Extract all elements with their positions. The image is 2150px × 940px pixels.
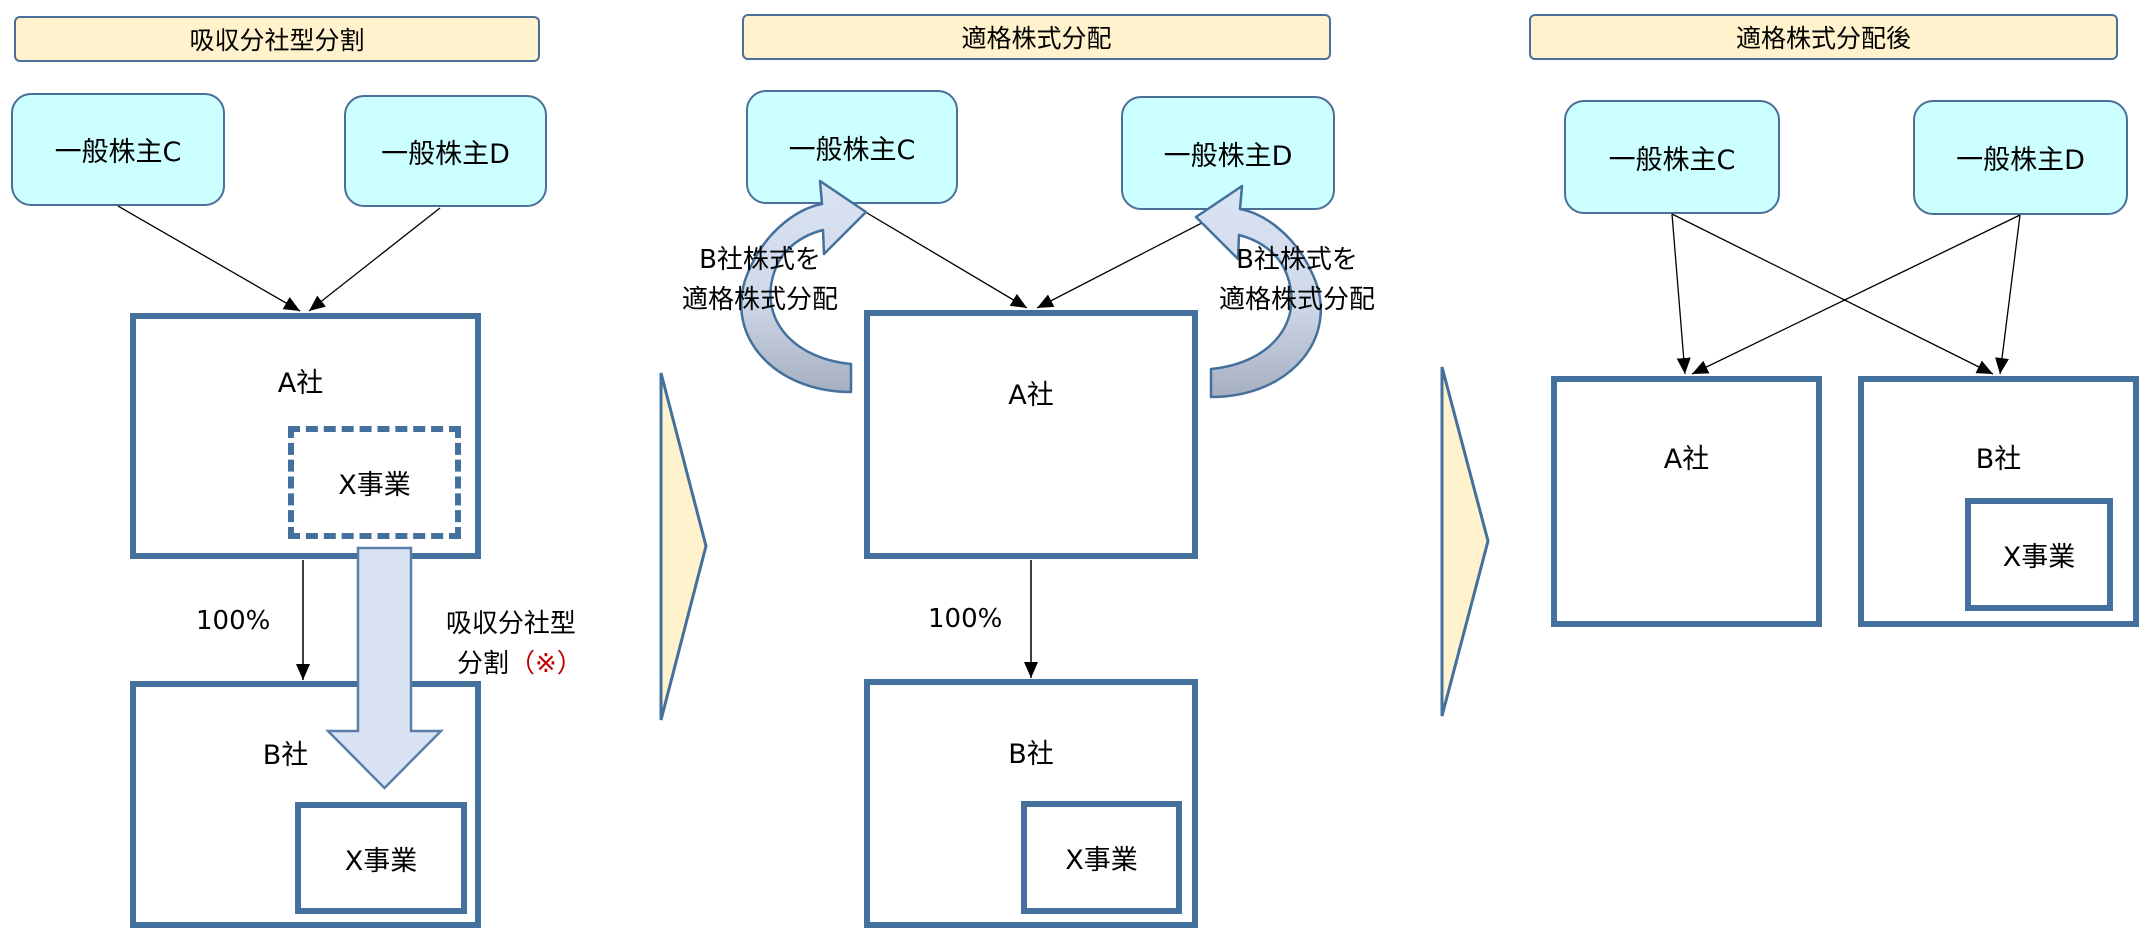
- panel-1-title-text: 吸収分社型分割: [189, 26, 365, 55]
- p2-distribution-label-left: B社株式を 適格株式分配: [682, 240, 838, 320]
- company-a-label: A社: [1008, 380, 1054, 411]
- panel-1-business-x-in-a: X事業: [288, 426, 461, 539]
- distribution-label-left-line1: B社株式を: [699, 245, 821, 275]
- panel-2-ownership-label: 100%: [928, 604, 1003, 634]
- shareholder-c-label: 一般株主C: [54, 137, 182, 168]
- p2-curved-arrow-right: [1194, 184, 1323, 399]
- panel-2-shareholder-d: 一般株主D: [1121, 96, 1335, 210]
- p2-d-to-a-connector: [1036, 209, 1228, 309]
- panel-2-title: 適格株式分配: [742, 14, 1331, 60]
- company-a-label: A社: [1663, 444, 1710, 475]
- shareholder-d-label: 一般株主D: [1163, 141, 1293, 172]
- p1-transfer-arrow: [325, 546, 444, 790]
- panel-1-business-x-in-b: X事業: [295, 802, 467, 914]
- shareholder-d-label: 一般株主D: [381, 138, 510, 170]
- shareholder-c-label: 一般株主C: [788, 135, 916, 166]
- panel-3-business-x-in-b: X事業: [1965, 498, 2113, 611]
- p3-d-to-b-connector: [1995, 214, 2021, 375]
- company-a-label: A社: [277, 368, 324, 399]
- p3-d-to-a-connector: [1691, 214, 2021, 375]
- p2-curved-arrow-left: [739, 179, 868, 394]
- shareholder-c-label: 一般株主C: [1608, 144, 1736, 176]
- p2-distribution-label-right: B社株式を 適格株式分配: [1219, 240, 1375, 320]
- transfer-note-mark: （※）: [509, 649, 583, 679]
- step-chevron-1: [659, 372, 708, 721]
- p3-c-to-b-connector: [1671, 213, 1994, 375]
- p2-c-to-a-connector: [851, 203, 1028, 309]
- panel-3-shareholder-c: 一般株主C: [1564, 100, 1780, 214]
- panel-1-shareholder-d: 一般株主D: [344, 95, 547, 207]
- panel-1-transfer-label: 吸収分社型 分割（※）: [439, 604, 583, 684]
- transfer-label-line1: 吸収分社型: [445, 609, 576, 639]
- company-b-label: B社: [1008, 739, 1054, 770]
- p1-c-to-a-connector: [117, 205, 301, 312]
- panel-3-shareholder-d: 一般株主D: [1913, 100, 2128, 215]
- p1-d-to-a-connector: [308, 207, 441, 312]
- p3-c-to-a-connector: [1671, 213, 1691, 375]
- business-x-label: X事業: [1065, 845, 1138, 876]
- distribution-label-right-line1: B社株式を: [1236, 245, 1358, 275]
- panel-3-company-a: A社: [1551, 376, 1822, 627]
- company-b-label: B社: [262, 740, 309, 771]
- shareholder-d-label: 一般株主D: [1956, 145, 2085, 176]
- distribution-label-right-line2: 適格株式分配: [1219, 285, 1376, 315]
- panel-1-title: 吸収分社型分割: [14, 16, 540, 62]
- transfer-label-line2: 分割: [457, 649, 510, 679]
- panel-3-title-text: 適格株式分配後: [1735, 24, 1911, 53]
- panel-1-ownership-label: 100%: [196, 606, 271, 636]
- business-x-label: X事業: [338, 470, 411, 501]
- business-x-label: X事業: [344, 845, 418, 877]
- business-x-label: X事業: [2002, 542, 2076, 573]
- panel-2-business-x-in-b: X事業: [1021, 801, 1182, 914]
- panel-1-shareholder-c: 一般株主C: [11, 93, 225, 206]
- company-b-label: B社: [1975, 444, 2022, 475]
- panel-3-title: 適格株式分配後: [1529, 14, 2118, 60]
- panel-2-title-text: 適格株式分配: [961, 24, 1112, 53]
- step-chevron-2: [1440, 366, 1490, 717]
- distribution-label-left-line2: 適格株式分配: [682, 285, 839, 315]
- panel-2-company-a: A社: [864, 310, 1198, 559]
